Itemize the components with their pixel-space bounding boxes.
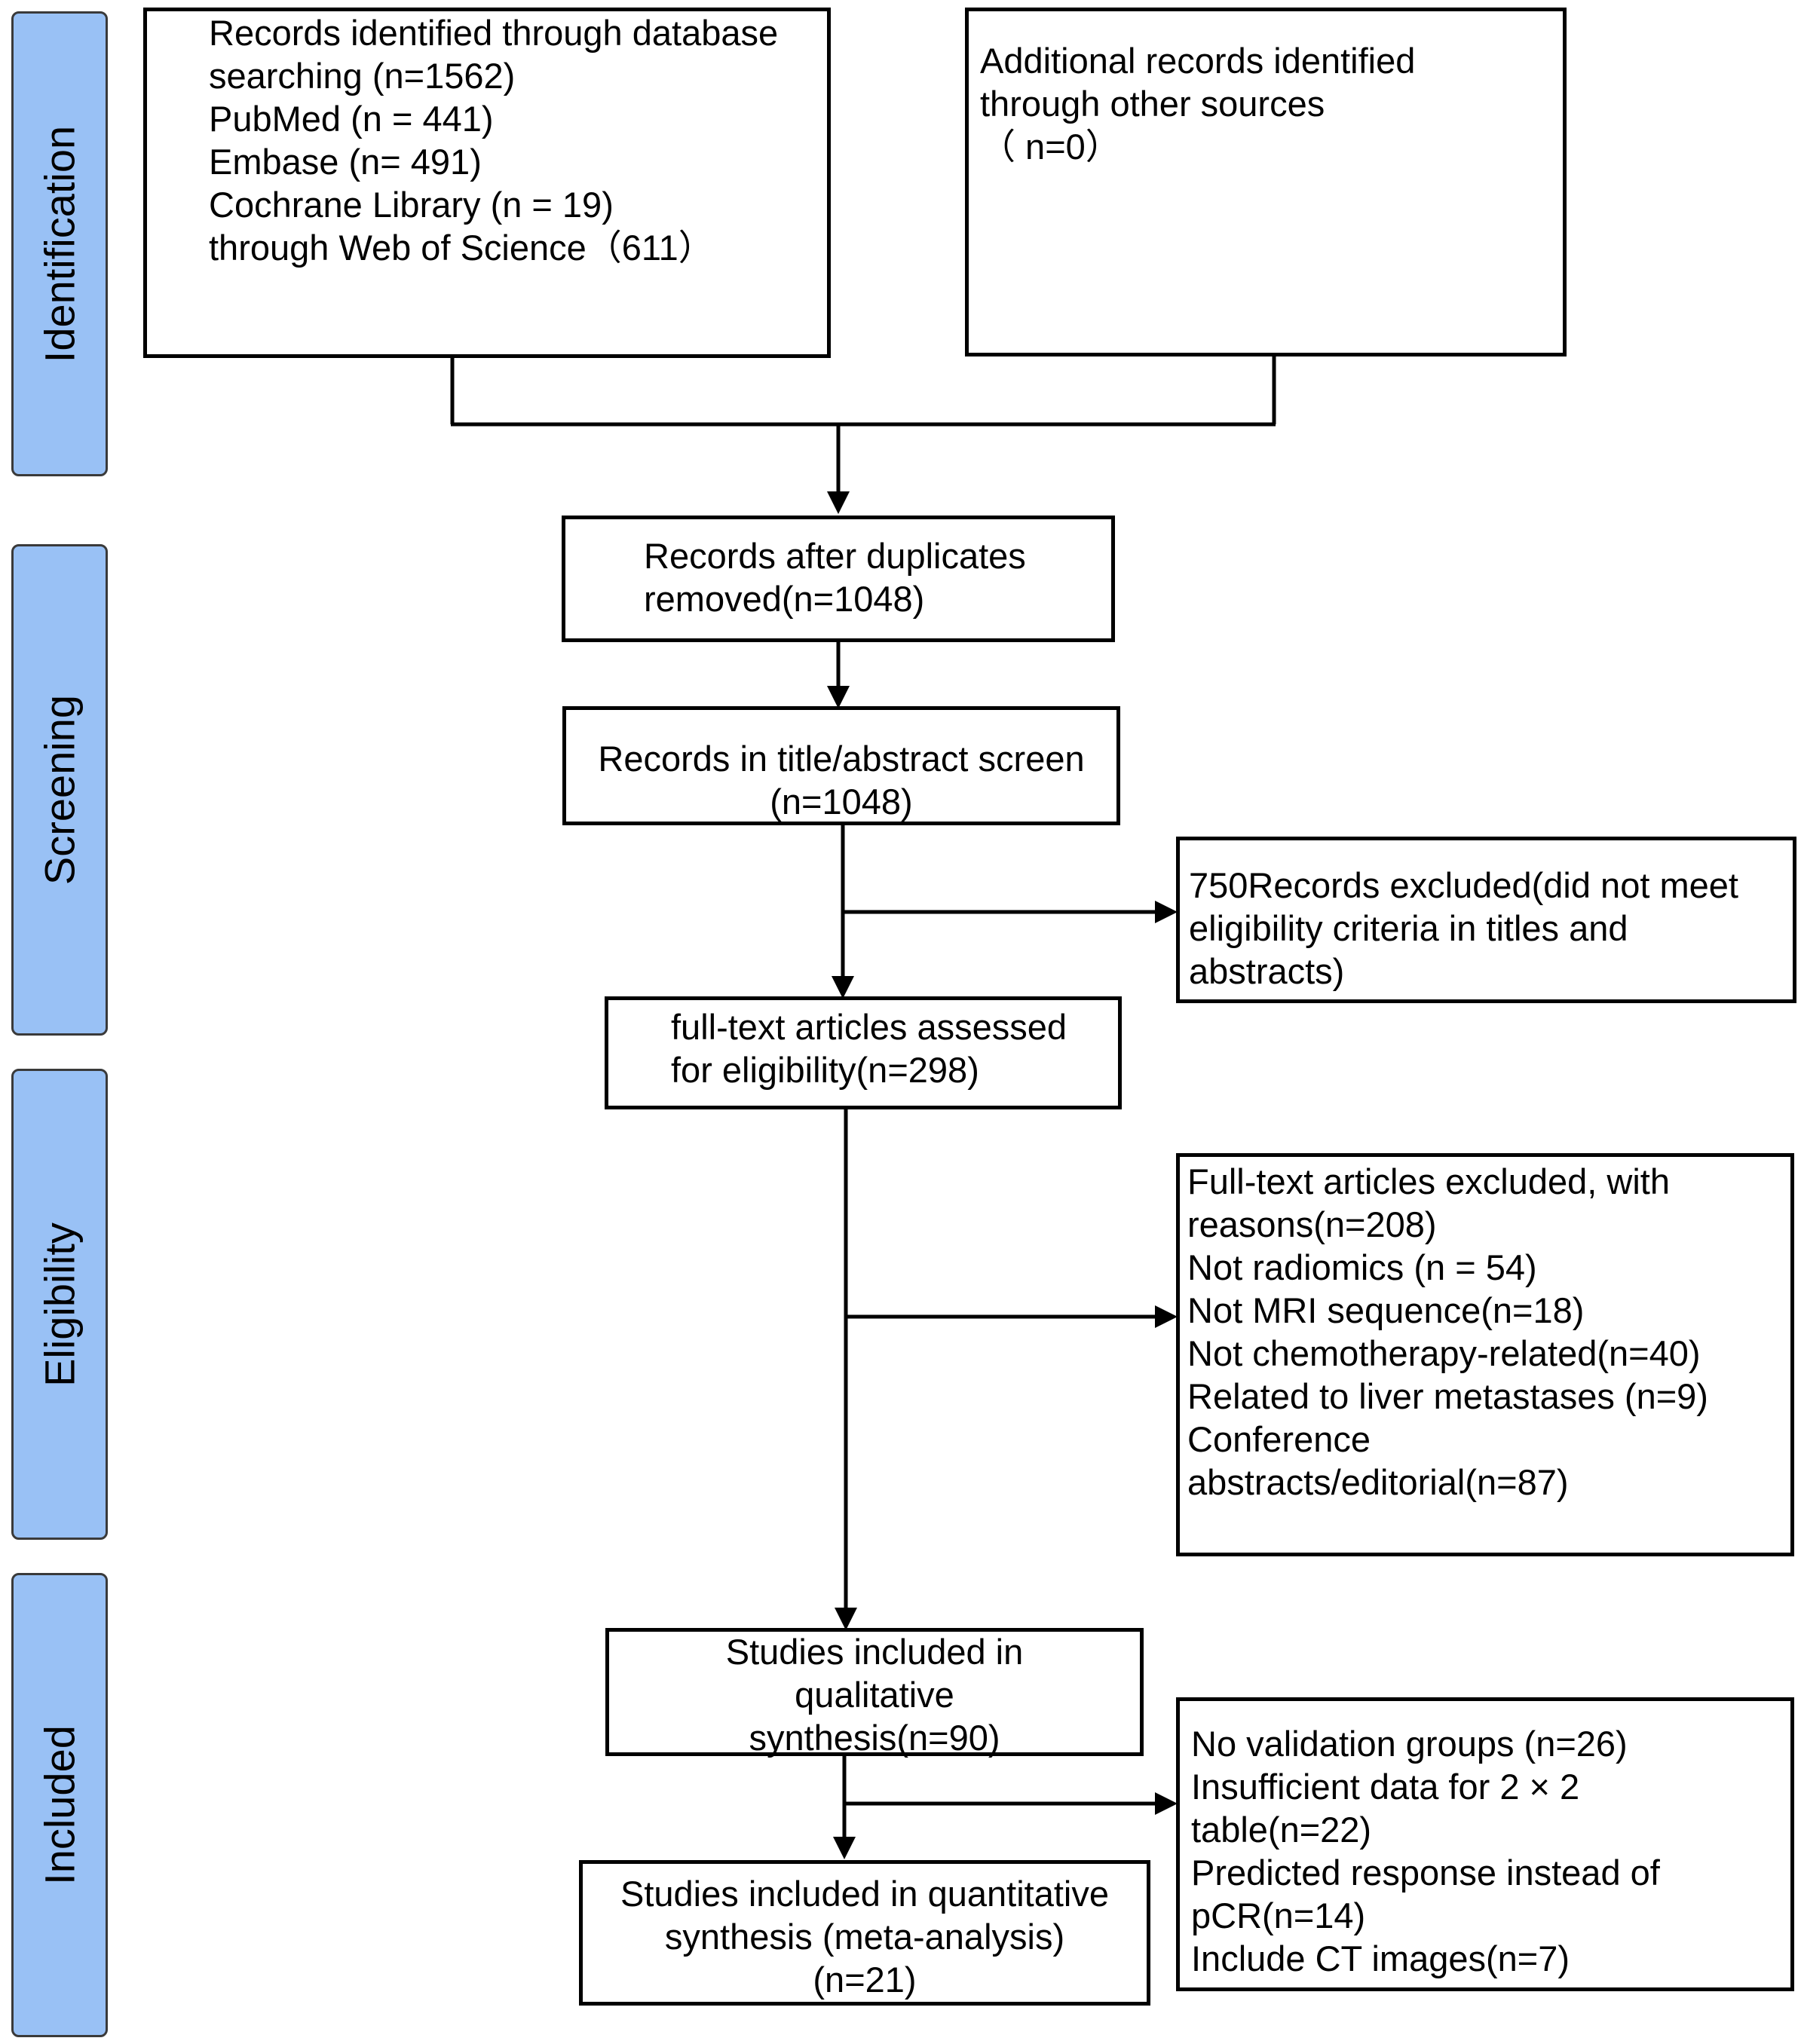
database-search-line: PubMed (n = 441) <box>209 99 494 139</box>
quantitative-excluded-line: Include CT images(n=7) <box>1191 1938 1570 1978</box>
after-duplicates-line: removed(n=1048) <box>644 579 925 619</box>
box-quantitative-synthesis: Studies included in quantitative synthes… <box>579 1860 1150 2006</box>
excluded-abstracts-line: eligibility criteria in titles and <box>1189 908 1628 948</box>
other-sources-line: through other sources <box>980 84 1325 124</box>
excluded-abstracts-line: abstracts) <box>1189 951 1345 991</box>
database-search-line: Cochrane Library (n = 19) <box>209 185 614 225</box>
qualitative-synthesis-line: qualitative <box>795 1675 954 1715</box>
full-text-excluded-line: Not MRI sequence(n=18) <box>1187 1290 1585 1330</box>
quantitative-excluded-line: pCR(n=14) <box>1191 1896 1366 1935</box>
other-sources-line: （ n=0） <box>980 127 1121 167</box>
phase-identification: Identification <box>11 11 108 476</box>
database-search-line: Embase (n= 491) <box>209 142 482 182</box>
full-text-assessed-line: for eligibility(n=298) <box>671 1050 979 1090</box>
box-database-search: Records identified through database sear… <box>143 8 831 358</box>
qualitative-synthesis-line: synthesis(n=90) <box>749 1718 1000 1758</box>
box-after-duplicates: Records after duplicates removed(n=1048) <box>562 516 1115 642</box>
other-sources-line: Additional records identified <box>980 41 1416 81</box>
database-search-line: through Web of Science（611） <box>209 228 714 268</box>
full-text-excluded-line: Not radiomics (n = 54) <box>1187 1247 1537 1287</box>
qualitative-synthesis-line: Studies included in <box>725 1632 1024 1672</box>
quantitative-synthesis-line: (n=21) <box>813 1960 917 2000</box>
box-title-abstract-screen: Records in title/abstract screen (n=1048… <box>562 706 1120 825</box>
database-search-line: Records identified through database <box>209 13 779 53</box>
excluded-abstracts-line: 750Records excluded(did not meet <box>1189 865 1738 905</box>
box-quantitative-excluded: No validation groups (n=26) Insufficient… <box>1176 1697 1794 1991</box>
full-text-assessed-line: full-text articles assessed <box>671 1007 1067 1047</box>
full-text-excluded-line: Conference <box>1187 1419 1371 1459</box>
full-text-excluded-line: abstracts/editorial(n=87) <box>1187 1462 1569 1502</box>
box-full-text-excluded: Full-text articles excluded, with reason… <box>1176 1153 1794 1556</box>
phase-eligibility: Eligibility <box>11 1069 108 1540</box>
full-text-excluded-line: Full-text articles excluded, with <box>1187 1161 1670 1201</box>
full-text-excluded-line: Related to liver metastases (n=9) <box>1187 1376 1708 1416</box>
phase-included: Included <box>11 1573 108 2037</box>
phase-screening: Screening <box>11 544 108 1036</box>
quantitative-excluded-line: table(n=22) <box>1191 1810 1372 1850</box>
full-text-excluded-line: reasons(n=208) <box>1187 1204 1437 1244</box>
box-qualitative-synthesis: Studies included in qualitative synthesi… <box>605 1628 1144 1758</box>
after-duplicates-line: Records after duplicates <box>644 536 1026 576</box>
quantitative-synthesis-line: Studies included in quantitative <box>620 1874 1109 1914</box>
box-other-sources: Additional records identified through ot… <box>965 8 1567 356</box>
database-search-line: searching (n=1562) <box>209 56 516 96</box>
full-text-excluded-line: Not chemotherapy-related(n=40) <box>1187 1333 1701 1373</box>
title-abstract-line: Records in title/abstract screen <box>598 739 1085 779</box>
quantitative-synthesis-line: synthesis (meta-analysis) <box>664 1917 1065 1957</box>
quantitative-excluded-line: Insufficient data for 2 × 2 <box>1191 1767 1580 1807</box>
box-excluded-abstracts: 750Records excluded(did not meet eligibi… <box>1176 837 1796 1003</box>
title-abstract-line: (n=1048) <box>770 782 913 822</box>
quantitative-excluded-line: Predicted response instead of <box>1191 1853 1660 1893</box>
quantitative-excluded-line: No validation groups (n=26) <box>1191 1724 1628 1764</box>
box-full-text-assessed: full-text articles assessed for eligibil… <box>605 996 1122 1109</box>
